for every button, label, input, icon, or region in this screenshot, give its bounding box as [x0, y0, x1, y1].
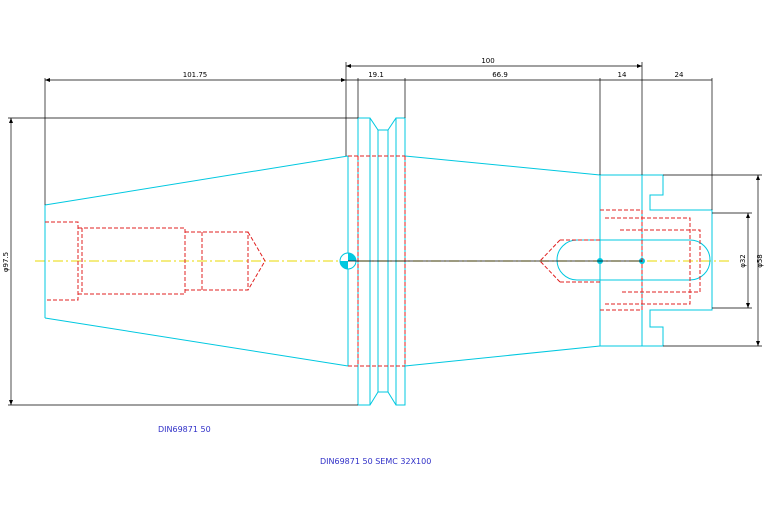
dim-dia-bore: φ32 — [739, 254, 747, 268]
dim-nose: 24 — [675, 71, 684, 79]
dimension-lines — [8, 62, 762, 406]
dim-total: 100 — [481, 57, 494, 65]
dim-dia-flange: φ97.5 — [2, 252, 10, 272]
dim-collar: 14 — [618, 71, 627, 79]
dim-dia-nose: φ58 — [756, 254, 764, 268]
caption-standard: DIN69871 50 — [158, 425, 211, 434]
hidden-lines — [45, 155, 701, 367]
dim-flange: 19.1 — [368, 71, 384, 79]
dim-taper-length: 101.75 — [183, 71, 208, 79]
dim-body: 66.9 — [492, 71, 508, 79]
caption-designation: DIN69871 50 SEMC 32X100 — [320, 457, 431, 466]
